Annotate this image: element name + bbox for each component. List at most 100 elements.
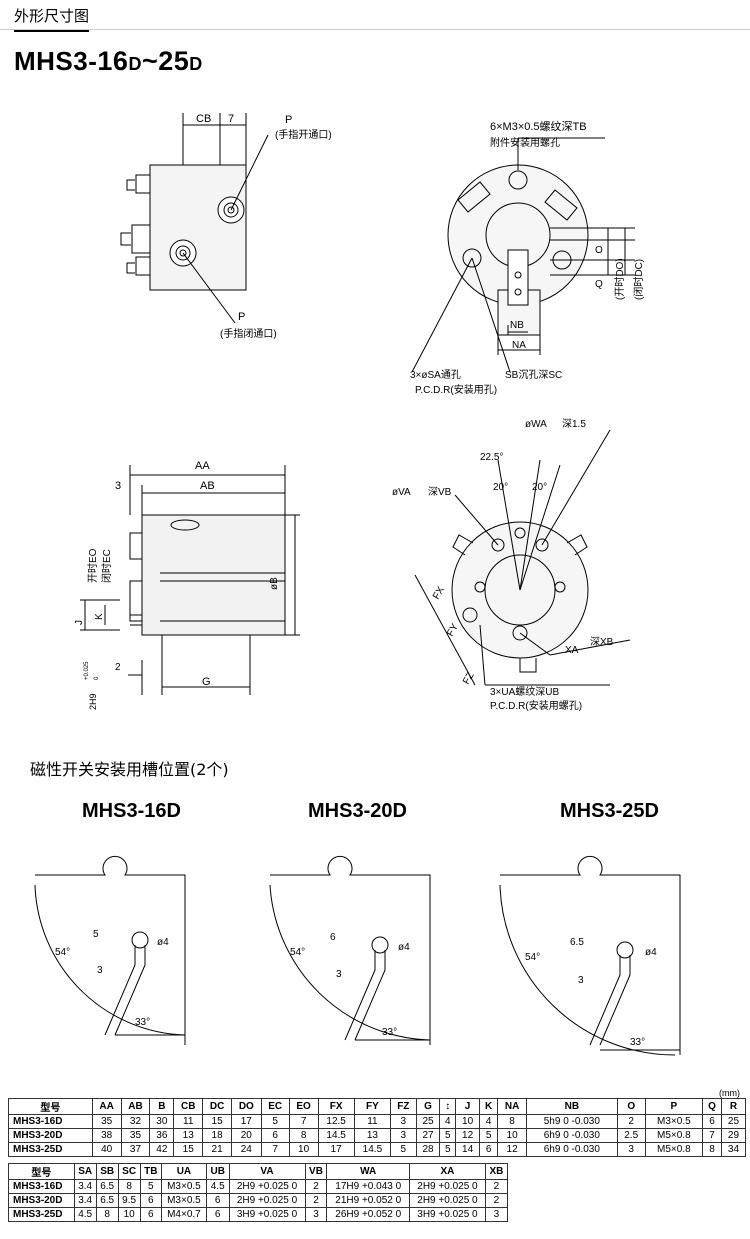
table-cell: 8 bbox=[497, 1114, 527, 1129]
slot-20d-d1: 6 bbox=[330, 932, 336, 943]
label-h9-tol: +0.025 bbox=[84, 661, 90, 680]
slot-25d-angle1: 54° bbox=[525, 952, 540, 963]
unit-note: (mm) bbox=[719, 1088, 740, 1098]
side-view-drawing: CB 7 P (手指开通口) P (手指闭通口) bbox=[120, 113, 332, 340]
slot-diagram-16d: 5 3 54° 33° ø4 bbox=[34, 855, 186, 1045]
table-cell: 25 bbox=[415, 1114, 441, 1129]
table-header-cell: SA bbox=[73, 1163, 97, 1180]
label-ang1: 22.5° bbox=[480, 452, 503, 463]
table-header-cell: P bbox=[644, 1098, 704, 1115]
table-cell: 4 bbox=[479, 1114, 499, 1129]
table-cell: 6 bbox=[139, 1193, 162, 1208]
label-p-open: P bbox=[285, 114, 292, 126]
table-cell: 13 bbox=[173, 1128, 204, 1143]
label-ang2: 20° bbox=[493, 482, 508, 493]
table-cell: 24 bbox=[231, 1142, 262, 1157]
model-label-16d: MHS3-16D bbox=[82, 800, 181, 822]
table-header-cell: ↕ bbox=[439, 1098, 457, 1115]
table-cell: M3×0.5 bbox=[644, 1114, 704, 1129]
table-header-cell: UA bbox=[160, 1163, 207, 1180]
table-cell: 3H9 +0.025 0 bbox=[408, 1207, 486, 1222]
table-cell: 25 bbox=[720, 1114, 747, 1129]
table-header-cell: AB bbox=[120, 1098, 151, 1115]
table-cell: 37 bbox=[120, 1142, 151, 1157]
label-pcd-r: P.C.D.R(安装用孔) bbox=[415, 383, 497, 396]
table-cell: 28 bbox=[415, 1142, 441, 1157]
label-p-close-note: (手指闭通口) bbox=[220, 327, 277, 340]
title-part1: 16 bbox=[97, 46, 129, 76]
table-header-cell: TB bbox=[139, 1163, 162, 1180]
label-p-open-note: (手指开通口) bbox=[275, 128, 332, 141]
table-cell: 27 bbox=[415, 1128, 441, 1143]
table-header-cell: WA bbox=[326, 1163, 410, 1180]
label-sb: SB沉孔深SC bbox=[505, 368, 562, 381]
label-ang3: 20° bbox=[532, 482, 547, 493]
label-sa: 3×øSA通孔 bbox=[410, 369, 461, 381]
main-title: MHS3-16D~25D bbox=[14, 46, 203, 77]
label-do: (开时DO) bbox=[614, 258, 626, 300]
table-cell: M3×0.5 bbox=[160, 1179, 207, 1194]
header-title: 外形尺寸图 bbox=[14, 7, 90, 32]
label-eo: 开时EO bbox=[87, 548, 99, 583]
table-cell: 2 bbox=[304, 1193, 328, 1208]
table-cell: 4 bbox=[439, 1114, 457, 1129]
label-pcd-u: P.C.D.R(安装用螺孔) bbox=[490, 699, 582, 712]
title-prefix: MHS3- bbox=[14, 46, 98, 76]
label-7: 7 bbox=[228, 113, 234, 125]
label-dc: (闭时DC) bbox=[632, 259, 645, 300]
table-cell: 4.5 bbox=[205, 1179, 230, 1194]
slot-diagram-20d: 6 3 54° 33° ø4 bbox=[269, 855, 431, 1045]
table-cell: 42 bbox=[149, 1142, 175, 1157]
table-header-cell: VB bbox=[304, 1163, 328, 1180]
slot-16d-d1: 5 bbox=[93, 929, 99, 940]
table-cell: 6 bbox=[702, 1114, 722, 1129]
table-header-cell: 型号 bbox=[8, 1163, 75, 1180]
table-cell: 5 bbox=[479, 1128, 499, 1143]
table-cell: 4.5 bbox=[73, 1207, 97, 1222]
table-cell: 17 bbox=[317, 1142, 355, 1157]
label-va: øVA bbox=[392, 487, 411, 498]
label-h9: 2H9 bbox=[88, 693, 98, 710]
title-suffix2: D bbox=[189, 54, 203, 74]
table-header-cell: SC bbox=[117, 1163, 141, 1180]
table-cell: 5 bbox=[439, 1142, 457, 1157]
table-header-cell: EC bbox=[260, 1098, 290, 1115]
label-xb: 深XB bbox=[590, 636, 614, 648]
table-model-cell: MHS3-25D bbox=[8, 1142, 93, 1157]
label-mount: 附件安装用螺孔 bbox=[490, 136, 560, 149]
table-cell: 21H9 +0.052 0 bbox=[326, 1193, 410, 1208]
table-header-cell: XA bbox=[408, 1163, 486, 1180]
table-cell: 3H9 +0.025 0 bbox=[228, 1207, 306, 1222]
table-header-cell: K bbox=[479, 1098, 499, 1115]
table-header-cell: G bbox=[415, 1098, 441, 1115]
label-na: NA bbox=[512, 340, 526, 351]
table-cell: 5 bbox=[390, 1142, 417, 1157]
table-cell: 6 bbox=[479, 1142, 499, 1157]
label-va-depth: 深VB bbox=[428, 486, 452, 498]
table-cell: 8 bbox=[117, 1179, 141, 1194]
table-cell: 7 bbox=[260, 1142, 290, 1157]
table-cell: 14.5 bbox=[317, 1128, 355, 1143]
end-view-2-drawing: øWA 深1.5 22.5° 20° 20° øVA 深VB FX FY FZ … bbox=[392, 418, 631, 712]
slot-20d-angle2: 33° bbox=[382, 1027, 397, 1038]
table-cell: 30 bbox=[149, 1114, 175, 1129]
table-cell: 38 bbox=[91, 1128, 122, 1143]
table-cell: 34 bbox=[720, 1142, 747, 1157]
table-cell: 2H9 +0.025 0 bbox=[408, 1193, 486, 1208]
table-header-cell: J bbox=[455, 1098, 481, 1115]
table-model-cell: MHS3-16D bbox=[8, 1114, 93, 1129]
label-nb: NB bbox=[510, 320, 524, 331]
slot-diagram-25d: 6.5 3 54° 33° ø4 bbox=[499, 855, 681, 1056]
table-cell: 6 bbox=[205, 1193, 230, 1208]
table-cell: 5 bbox=[139, 1179, 162, 1194]
table-cell: 3 bbox=[390, 1128, 417, 1143]
model-label-25d: MHS3-25D bbox=[560, 800, 659, 822]
table-header-cell: FX bbox=[317, 1098, 355, 1115]
label-thread: 6×M3×0.5螺纹深TB bbox=[490, 119, 587, 133]
slot-20d-angle1: 54° bbox=[290, 947, 305, 958]
table-cell: 40 bbox=[91, 1142, 122, 1157]
